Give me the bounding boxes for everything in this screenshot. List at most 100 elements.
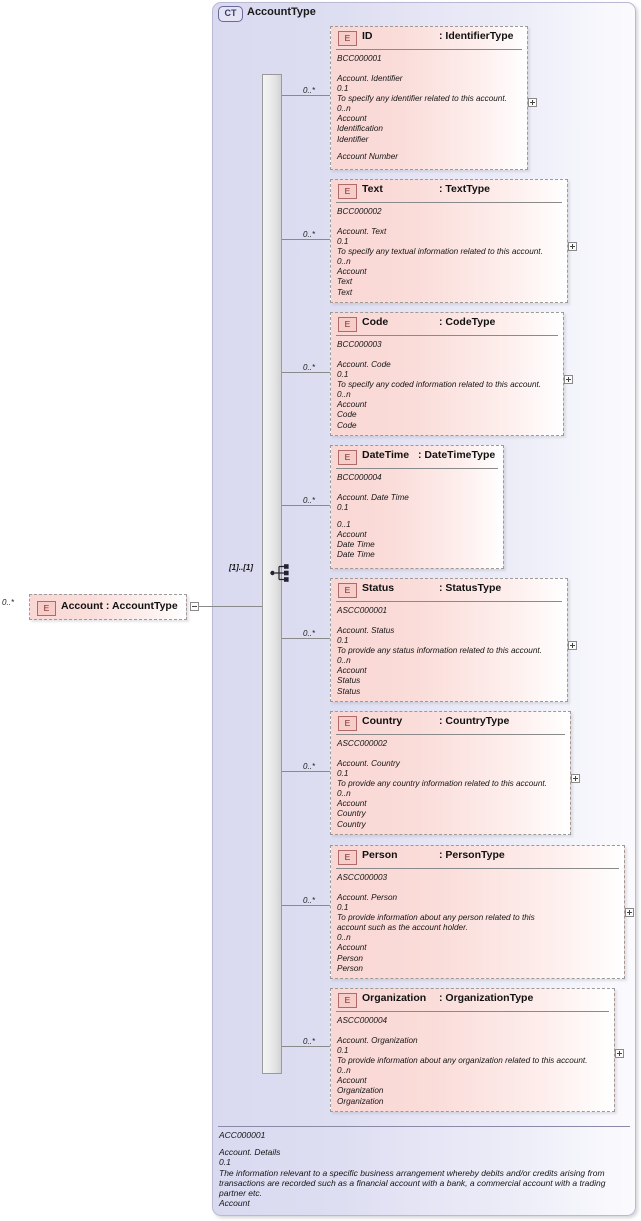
doc-line: 0..n	[337, 656, 351, 666]
divider	[336, 1011, 609, 1012]
element-box-code[interactable]: E Code : CodeType BCC000003 Account. Cod…	[330, 312, 564, 436]
doc-line: Account	[337, 666, 367, 676]
element-type-organization: : OrganizationType	[439, 992, 534, 1004]
element-box-country[interactable]: E Country : CountryType ASCC000002 Accou…	[330, 711, 571, 835]
element-type-text: : TextType	[439, 183, 490, 195]
divider	[336, 468, 498, 469]
element-header-code: E Code : CodeType	[331, 313, 563, 334]
occurrence-code: 0..*	[303, 363, 316, 372]
doc-line: 0.1	[337, 503, 349, 513]
element-badge-icon: E	[338, 317, 357, 332]
doc-line: Account. Status	[337, 626, 395, 635]
element-type-status: : StatusType	[439, 582, 502, 594]
doc-line: Status	[337, 676, 361, 686]
doc-line: Account	[337, 1076, 367, 1086]
element-header-person: E Person : PersonType	[331, 846, 624, 867]
root-element-label: Account : AccountType	[61, 600, 178, 612]
occurrence-text: 0..*	[303, 230, 316, 239]
connector-to-datetime	[282, 505, 330, 506]
expand-icon-country[interactable]	[571, 774, 580, 783]
element-badge-icon: E	[338, 184, 357, 199]
element-doc-person: Account. Person 0.1 To provide informati…	[337, 893, 565, 974]
element-doc-organization: Account. Organization 0.1 To provide inf…	[337, 1036, 612, 1107]
occurrence-country: 0..*	[303, 762, 316, 771]
doc-line: Account	[337, 799, 367, 809]
doc-line: 0..1	[337, 520, 351, 530]
divider	[336, 49, 522, 50]
element-box-datetime[interactable]: E DateTime : DateTimeType BCC000004 Acco…	[330, 445, 504, 569]
element-code-text: BCC000002	[337, 207, 382, 216]
element-type-datetime: : DateTimeType	[418, 449, 496, 461]
element-doc-text: Account. Text 0.1 To specify any textual…	[337, 227, 565, 298]
doc-line: 0.1	[337, 370, 349, 380]
occurrence-status: 0..*	[303, 629, 316, 638]
doc-line: Identifier	[337, 134, 369, 144]
doc-line: Code	[337, 420, 357, 430]
element-box-id[interactable]: E ID : IdentifierType BCC000001 Account.…	[330, 26, 528, 170]
element-header-status: E Status : StatusType	[331, 579, 567, 600]
doc-code: ACC000001	[219, 1130, 266, 1140]
doc-line: 0.1	[337, 769, 349, 779]
doc-line: 0..n	[337, 257, 351, 267]
element-name-text: Text	[362, 183, 383, 195]
doc-line: Text	[337, 277, 353, 287]
expand-icon-id[interactable]	[528, 98, 537, 107]
expand-icon-person[interactable]	[625, 908, 634, 917]
doc-line: To provide information about any person …	[337, 913, 535, 933]
element-type-id: : IdentifierType	[439, 30, 514, 42]
element-type-person: : PersonType	[439, 849, 505, 861]
doc-line: Date Time	[337, 550, 375, 560]
element-doc-code: Account. Code 0.1 To specify any coded i…	[337, 360, 561, 431]
expand-icon-code[interactable]	[564, 375, 573, 384]
divider	[336, 202, 562, 203]
element-doc-country: Account. Country 0.1 To provide any coun…	[337, 759, 568, 830]
element-name-organization: Organization	[362, 992, 427, 1004]
occurrence-person: 0..*	[303, 896, 316, 905]
doc-line: Person	[337, 953, 363, 963]
doc-line: 0..n	[337, 933, 351, 943]
connector-to-country	[282, 771, 330, 772]
divider	[218, 1126, 630, 1127]
doc-line: To provide any status information relate…	[337, 646, 542, 656]
connector-to-text	[282, 239, 330, 240]
divider	[336, 335, 558, 336]
element-code-country: ASCC000002	[337, 739, 388, 748]
doc-line: To provide information about any organiz…	[337, 1056, 588, 1066]
complextype-badge: CT	[218, 6, 243, 22]
doc-line: Country	[337, 809, 366, 819]
root-element-account[interactable]: E Account : AccountType	[29, 594, 187, 620]
doc-line: Country	[337, 819, 366, 829]
element-box-organization[interactable]: E Organization : OrganizationType ASCC00…	[330, 988, 615, 1112]
element-header-text: E Text : TextType	[331, 180, 567, 201]
doc-line: Status	[337, 686, 361, 696]
doc-line: Organization	[337, 1086, 384, 1096]
element-name-datetime: DateTime	[362, 449, 410, 461]
element-box-status[interactable]: E Status : StatusType ASCC000001 Account…	[330, 578, 568, 702]
expand-icon-organization[interactable]	[615, 1049, 624, 1058]
divider	[336, 601, 562, 602]
root-collapse-icon[interactable]	[190, 602, 199, 611]
doc-line: Account	[337, 943, 367, 953]
connector-to-status	[282, 638, 330, 639]
divider	[336, 868, 619, 869]
doc-line: 0.1	[337, 1046, 349, 1056]
expand-icon-status[interactable]	[568, 641, 577, 650]
connector-to-person	[282, 905, 330, 906]
root-element-occurrence: 0..*	[2, 598, 15, 607]
expand-icon-text[interactable]	[568, 242, 577, 251]
occurrence-id: 0..*	[303, 86, 316, 95]
element-box-person[interactable]: E Person : PersonType ASCC000003 Account…	[330, 845, 625, 979]
doc-line: Account. Identifier	[337, 74, 403, 83]
doc-line: Person	[337, 963, 363, 973]
element-header-country: E Country : CountryType	[331, 712, 570, 733]
doc-line: 0.1	[337, 636, 349, 646]
element-box-text[interactable]: E Text : TextType BCC000002 Account. Tex…	[330, 179, 568, 303]
element-badge-icon: E	[338, 31, 357, 46]
element-code-organization: ASCC000004	[337, 1016, 388, 1025]
doc-line: Account	[337, 267, 367, 277]
element-code-status: ASCC000001	[337, 606, 388, 615]
doc-line: Account. Text	[337, 227, 387, 236]
doc-line: Account. Country	[337, 759, 400, 768]
doc-line: To specify any coded information related…	[337, 380, 542, 390]
doc-line: Identification	[337, 124, 383, 134]
